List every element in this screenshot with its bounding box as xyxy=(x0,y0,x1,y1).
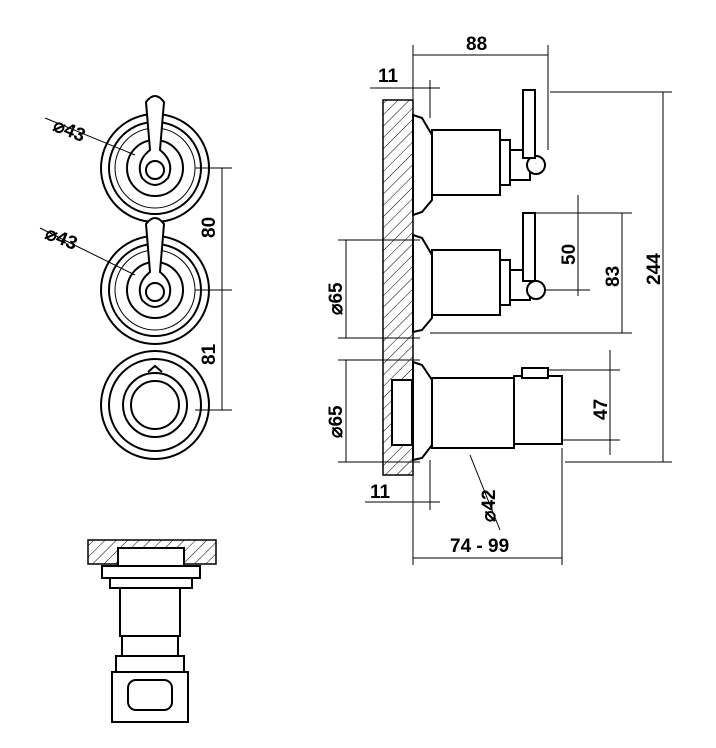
diameter-label-handle2: ⌀43 xyxy=(42,223,80,255)
section-view xyxy=(87,539,217,723)
spacing-label-80: 80 xyxy=(199,217,220,238)
wall-offset-label-top: 11 xyxy=(378,66,399,87)
height-label-244: 244 xyxy=(644,253,665,285)
diverter-height-label-47: 47 xyxy=(591,399,612,420)
rosette-label-lower: ⌀65 xyxy=(326,405,347,438)
handle-height-label-50: 50 xyxy=(559,244,580,265)
upper-valve-side xyxy=(412,89,546,217)
middle-valve-side xyxy=(412,212,546,334)
upper-handle-front xyxy=(100,95,210,223)
center-distance-label-83: 83 xyxy=(603,266,624,287)
diameter-label-handle1: ⌀43 xyxy=(50,115,88,147)
middle-handle-front xyxy=(100,217,210,345)
front-view: ⌀43 ⌀43 80 81 xyxy=(39,95,232,723)
diverter-front xyxy=(100,350,210,460)
knob-diameter-label: ⌀42 xyxy=(479,489,500,522)
depth-label-88: 88 xyxy=(466,34,487,55)
diverter-side xyxy=(391,360,563,462)
spacing-label-81: 81 xyxy=(199,343,220,365)
side-view: 88 11 244 50 83 47 ⌀65 ⌀65 11 ⌀ xyxy=(326,34,672,565)
depth-range-label: 74 - 99 xyxy=(450,536,509,557)
wall-offset-label-bottom: 11 xyxy=(370,482,391,503)
rosette-label-upper: ⌀65 xyxy=(326,282,347,315)
